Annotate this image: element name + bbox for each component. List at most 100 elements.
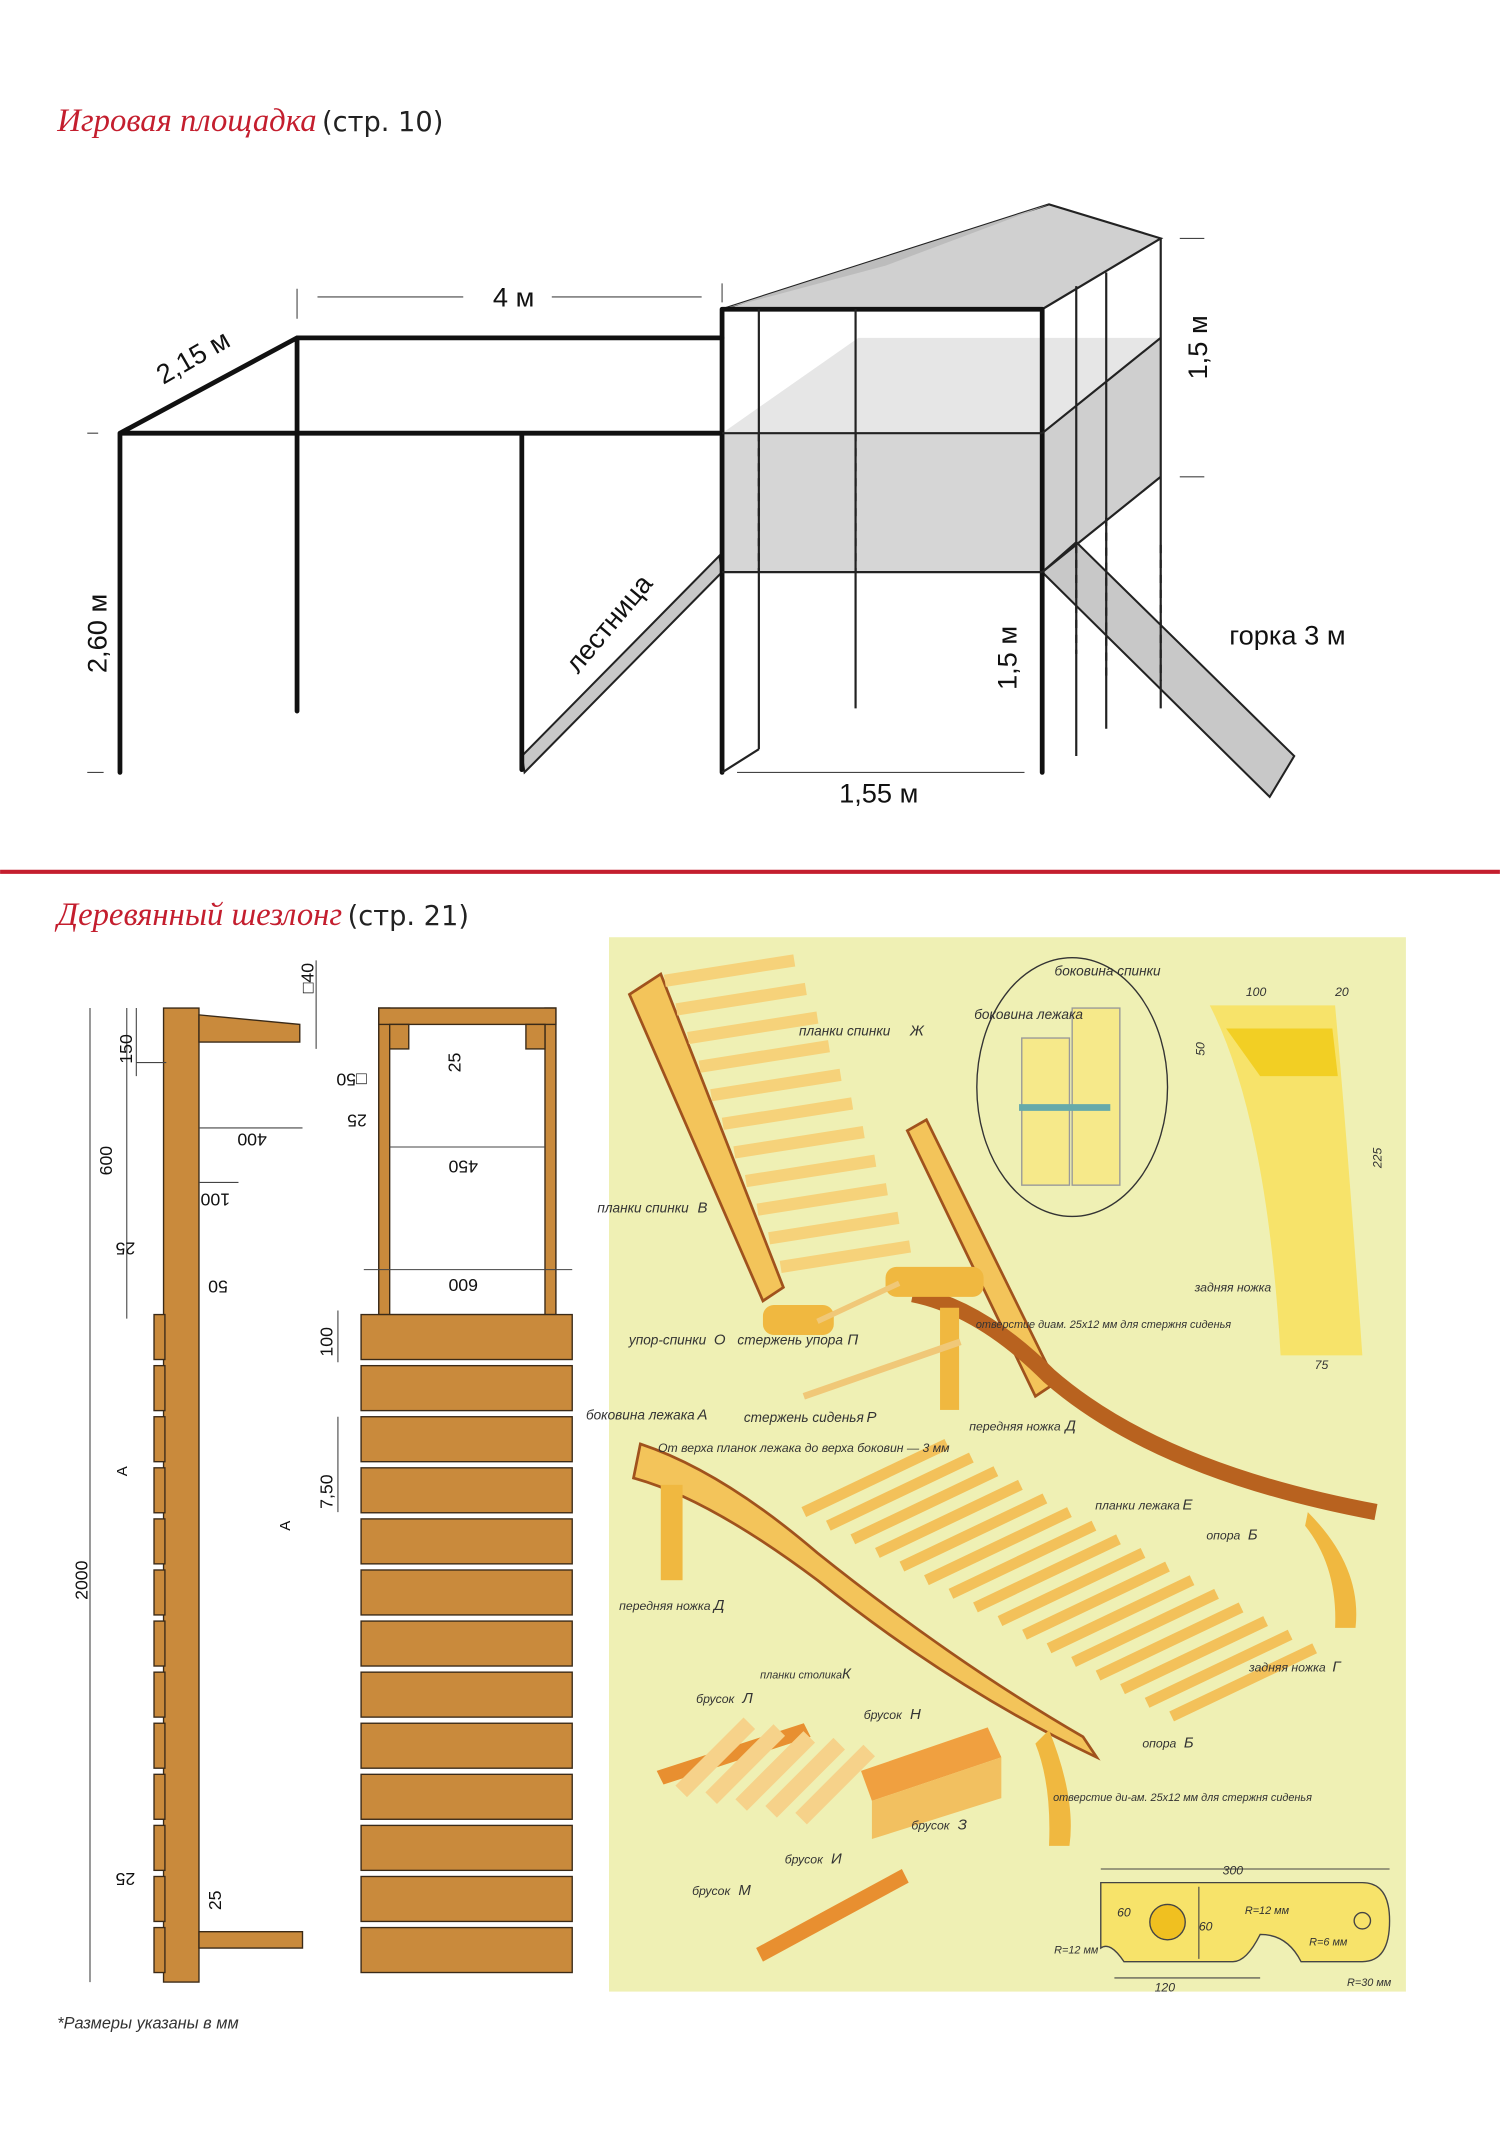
front-slat (360, 1467, 573, 1514)
bed-slat (924, 1507, 1072, 1586)
table-slat (675, 1717, 756, 1798)
page-reference: (стр. 10) (322, 107, 443, 138)
footnote: *Размеры указаны в мм (57, 2014, 238, 2032)
marker-l: Л (742, 1690, 754, 1707)
bed-slat (899, 1493, 1048, 1572)
callout-slat-note: От верха планок лежака до верха боковин … (658, 1441, 950, 1455)
side-view-drawing (89, 960, 317, 1983)
side-slat (153, 1467, 166, 1514)
section-title-text: Деревянный шезлонг (54, 897, 342, 933)
side-slat (153, 1722, 166, 1769)
callout-support-2: опора (1142, 1737, 1176, 1751)
bed-slat (1169, 1643, 1317, 1722)
callout-bed-slats: планки лежака (1095, 1498, 1180, 1512)
marker-d: Д (1063, 1417, 1076, 1434)
bed-slat (1071, 1588, 1219, 1667)
side-slat (153, 1620, 166, 1667)
dim-25-side: 25 (115, 1238, 135, 1258)
dim-600: 600 (96, 1146, 116, 1176)
page-reference: (стр. 21) (348, 901, 469, 932)
template-dim-120: 120 (1155, 1981, 1176, 1995)
side-slat (153, 1671, 166, 1718)
marker-m: М (738, 1882, 751, 1899)
label-tower-width: 1,55 м (839, 777, 918, 808)
dim-450: 450 (448, 1157, 478, 1177)
callout-support: опора (1206, 1528, 1240, 1542)
front-view-drawing (337, 1007, 573, 1974)
back-slat (744, 1154, 877, 1188)
bed-slat (1046, 1575, 1195, 1654)
bed-slat (825, 1452, 974, 1531)
front-slat (360, 1620, 573, 1667)
section-mark-a: А (277, 1521, 294, 1531)
bed-slat (1120, 1616, 1268, 1695)
callout-seat-rod: стержень сиденья (744, 1410, 864, 1425)
label-tower-upper-height: 1,5 м (1182, 315, 1213, 379)
callout-front-leg: передняя ножка (969, 1419, 1061, 1433)
dim-25-bottom: 25 (115, 1869, 135, 1889)
front-slat (360, 1364, 573, 1412)
bed-slat (1022, 1561, 1170, 1640)
callout-back-stop: упор-спинки (628, 1333, 707, 1348)
side-slat (153, 1416, 166, 1463)
marker-b: Б (1248, 1526, 1258, 1543)
marker-g: Г (1332, 1658, 1342, 1675)
back-slat (698, 1040, 830, 1073)
back-slat (663, 954, 796, 987)
front-slat (360, 1518, 573, 1565)
label-tower-lower-height: 1,5 м (991, 626, 1022, 690)
bed-slat (948, 1520, 1097, 1599)
leg-dim-50: 50 (1193, 1042, 1207, 1056)
callout-bed-side: боковина лежака (974, 1007, 1083, 1022)
dim-25-top: 25 (445, 1053, 465, 1073)
marker-zh: Ж (909, 1022, 925, 1039)
callout-back-slats: планки спинки (799, 1023, 891, 1038)
dim-600-width: 600 (448, 1275, 478, 1295)
template-dim-300: 300 (1223, 1863, 1244, 1877)
front-slat (360, 1722, 573, 1769)
marker-o: О (714, 1332, 726, 1349)
callout-bar-i: брусок (785, 1853, 824, 1867)
front-slat (360, 1313, 573, 1361)
label-slide: горка 3 м (1229, 619, 1345, 650)
front-slat (360, 1773, 573, 1820)
template-dim-60: 60 (1117, 1906, 1131, 1920)
callout-bar-m: брусок (692, 1884, 731, 1898)
callout-stop-rod: стержень упора (737, 1333, 843, 1348)
bed-slat (875, 1479, 1023, 1558)
template-r30: R=30 мм (1347, 1977, 1392, 1989)
back-slat (687, 1011, 819, 1045)
template-r12: R=12 мм (1054, 1944, 1099, 1956)
template-dim-60-height: 60 (1199, 1919, 1213, 1933)
template-r6: R=6 мм (1309, 1936, 1348, 1948)
bed-slat (997, 1548, 1146, 1626)
callout-bar-z: брусок (911, 1818, 950, 1832)
template-r12-notch: R=12 мм (1245, 1905, 1290, 1917)
section-title-playground: Игровая площадка(стр. 10) (56, 103, 443, 139)
leg-dim-100: 100 (1246, 985, 1267, 999)
leg-dim-225: 225 (1370, 1148, 1384, 1170)
leg-dim-20: 20 (1334, 985, 1349, 999)
back-slat (710, 1068, 842, 1102)
callout-rear-leg: задняя ножка (1248, 1660, 1326, 1674)
marker-i: И (831, 1851, 842, 1868)
callout-bed-side-a: боковина лежака (586, 1407, 695, 1422)
dim-sq40: □40 (297, 963, 317, 994)
back-slat (733, 1125, 865, 1159)
dim-400: 400 (237, 1129, 267, 1149)
dim-100-slat: 100 (316, 1327, 336, 1357)
marker-d: Д (712, 1597, 725, 1614)
label-length: 4 м (493, 282, 534, 313)
dim-150: 150 (116, 1034, 136, 1064)
marker-r: Р (866, 1409, 876, 1426)
marker-v: В (698, 1199, 708, 1216)
table-slat (765, 1737, 846, 1818)
back-slat (756, 1183, 888, 1216)
back-slat (675, 982, 807, 1016)
side-slat (153, 1824, 166, 1872)
section-title-chaise: Деревянный шезлонг(стр. 21) (54, 897, 469, 933)
callout-back-slats-v: планки спинки (597, 1200, 689, 1215)
callout-front-leg-2: передняя ножка (619, 1599, 711, 1613)
bed-slat (1144, 1629, 1293, 1708)
front-slat (360, 1671, 573, 1718)
